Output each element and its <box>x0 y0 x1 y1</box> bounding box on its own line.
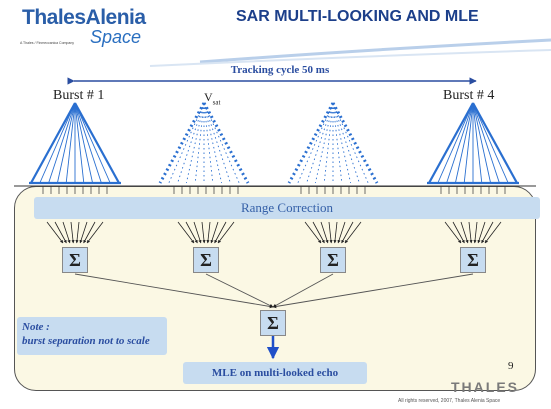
sigma-box-burst-1: Σ <box>62 247 88 273</box>
logo-space-text: Space <box>90 27 142 47</box>
range-correction-band <box>34 197 540 219</box>
burst-2-converging-arrows <box>177 221 235 244</box>
slide-title: SAR MULTI-LOOKING AND MLE <box>236 8 479 25</box>
note-box: Note : burst separation not to scale <box>17 317 167 355</box>
note-heading: Note : <box>22 321 50 333</box>
velocity-symbol: V <box>204 90 213 104</box>
burst-1-to-total-arrow <box>74 273 274 309</box>
logo-main-text: ThalesAlenia <box>22 6 146 29</box>
burst-4-to-total-arrow <box>272 273 474 309</box>
velocity-label: Vsat <box>204 90 220 106</box>
mle-result-box: MLE on multi-looked echo <box>183 362 367 384</box>
sigma-box-burst-4: Σ <box>460 247 486 273</box>
header-swoosh <box>149 38 551 67</box>
burst-3-fan <box>287 102 379 184</box>
tracking-cycle-label: Tracking cycle 50 ms <box>230 64 330 76</box>
sigma-box-burst-3: Σ <box>320 247 346 273</box>
range-correction-label: Range Correction <box>240 200 334 215</box>
velocity-subscript: sat <box>212 98 221 107</box>
note-text: burst separation not to scale <box>22 335 150 347</box>
copyright-text: All rights reserved, 2007, Thales Alenia… <box>398 398 501 404</box>
thales-logo: THALES <box>451 379 519 395</box>
burst-2-fan <box>158 102 250 184</box>
burst-3-converging-arrows <box>304 221 362 244</box>
sigma-box-total: Σ <box>260 310 286 336</box>
burst-4-converging-arrows <box>444 221 502 244</box>
burst-4-fan <box>427 102 519 185</box>
sigma-box-burst-2: Σ <box>193 247 219 273</box>
burst-1-label: Burst # 1 <box>53 88 105 103</box>
burst-3-to-total-arrow <box>272 273 334 308</box>
page-number: 9 <box>508 360 514 372</box>
burst-4-label: Burst # 4 <box>443 88 495 103</box>
burst-2-to-total-arrow <box>205 273 274 308</box>
burst-1-fan <box>29 102 121 185</box>
logo-tagline: A Thales / Finmeccanica Company <box>20 41 75 45</box>
burst-1-converging-arrows <box>46 221 104 244</box>
burst-triangles <box>29 102 519 185</box>
flow-arrows <box>42 186 506 309</box>
